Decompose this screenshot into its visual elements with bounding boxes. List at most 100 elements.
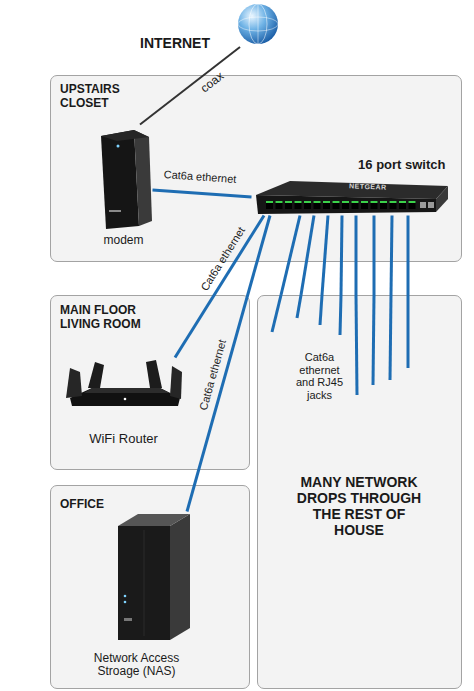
ethernet-cable	[391, 216, 392, 296]
drop-cable	[272, 295, 281, 332]
switch-ports	[266, 201, 416, 209]
port-led	[333, 201, 340, 203]
port	[304, 201, 311, 209]
ethernet-cable	[341, 216, 342, 296]
room-box: OFFICENetwork Access Stroage (NAS)	[50, 485, 250, 689]
port-led	[304, 201, 311, 203]
port	[314, 201, 321, 209]
modem-illustration	[101, 130, 152, 229]
port-leds	[266, 201, 416, 203]
device-label: WiFi Router	[60, 432, 188, 447]
modem-front	[101, 130, 139, 229]
device-label: 16 port switch	[336, 158, 446, 173]
modem-led	[117, 145, 120, 148]
switch-side	[436, 186, 448, 212]
house-drops-box: Cat6a ethernet and RJ45 jacksMANY NETWOR…	[257, 295, 462, 689]
router-led	[124, 398, 127, 401]
nas-led	[124, 601, 127, 604]
ethernet-cable	[355, 216, 358, 296]
internet-label: INTERNET	[140, 35, 220, 51]
drop-cable	[340, 295, 341, 335]
sfp-port	[428, 202, 434, 208]
globe-sphere	[238, 4, 278, 44]
port-led	[285, 201, 292, 203]
port-led	[361, 201, 368, 203]
port-led	[409, 201, 416, 203]
globe-meridian	[249, 4, 267, 44]
port-led	[399, 201, 406, 203]
nas-top	[118, 514, 190, 526]
cable-note: Cat6a ethernet and RJ45 jacks	[292, 351, 347, 402]
drop-cable	[407, 295, 410, 368]
port	[361, 201, 368, 209]
port-led	[323, 201, 330, 203]
port	[409, 201, 416, 209]
port-led	[342, 201, 349, 203]
router-antenna	[66, 368, 82, 398]
modem-top	[101, 130, 149, 141]
modem-device: modem	[95, 125, 153, 250]
network-switch: 16 port switch	[252, 158, 448, 216]
room-heading: UPSTAIRS CLOSET	[60, 83, 140, 111]
room-box: MAIN FLOOR LIVING ROOM WiFi Router	[50, 295, 250, 470]
nas-device: Network Access Stroage (NAS)	[82, 512, 192, 686]
router-antenna	[146, 360, 162, 388]
ethernet-cable	[322, 216, 328, 296]
modem-logo-mark	[109, 210, 121, 212]
port-led	[352, 201, 359, 203]
port	[399, 201, 406, 209]
ethernet-cable	[373, 216, 376, 296]
router-body	[70, 388, 180, 406]
sfp-port	[420, 202, 426, 208]
coax-cable	[140, 47, 240, 125]
router-antenna	[170, 366, 182, 399]
port-led	[266, 201, 273, 203]
router-antenna	[88, 362, 104, 388]
globe-parallel	[238, 17, 278, 31]
port-led	[371, 201, 378, 203]
switch-illustration	[256, 181, 448, 214]
port	[371, 201, 378, 209]
port	[276, 201, 283, 209]
port	[342, 201, 349, 209]
router-top	[84, 388, 170, 393]
router-illustration	[66, 360, 182, 406]
port	[295, 201, 302, 209]
port	[333, 201, 340, 209]
port	[266, 201, 273, 209]
port	[390, 201, 397, 209]
drop-cable	[373, 295, 374, 385]
drop-cable	[320, 295, 322, 325]
drop-cable	[356, 295, 357, 395]
device-label: Network Access Stroage (NAS)	[77, 652, 197, 680]
nas-logo-mark	[124, 618, 132, 621]
port	[285, 201, 292, 209]
port-led	[276, 201, 283, 203]
ethernet-cable	[407, 216, 410, 296]
port-led	[380, 201, 387, 203]
area-heading: MANY NETWORK DROPS THROUGH THE REST OF H…	[293, 474, 425, 538]
switch-front	[256, 195, 436, 214]
room-heading: OFFICE	[60, 498, 160, 512]
nas-illustration	[118, 514, 190, 640]
port-led	[295, 201, 302, 203]
nas-side	[170, 514, 190, 640]
device-label: modem	[85, 234, 163, 248]
globe-icon	[238, 4, 278, 44]
port-led	[314, 201, 321, 203]
wifi-router: WiFi Router	[60, 358, 188, 450]
room-heading: MAIN FLOOR LIVING ROOM	[60, 304, 160, 332]
port	[380, 201, 387, 209]
port	[323, 201, 330, 209]
modem-side	[134, 130, 152, 226]
nas-bay-divider	[144, 530, 145, 636]
internet-cloud: INTERNET	[140, 5, 280, 47]
nas-front	[118, 526, 170, 640]
nas-led	[124, 595, 127, 598]
ethernet-cable	[153, 190, 252, 197]
ethernet-cable	[187, 216, 270, 512]
room-box: UPSTAIRS CLOSET modem 16 port switch	[50, 75, 462, 262]
globe-axis	[258, 4, 259, 44]
